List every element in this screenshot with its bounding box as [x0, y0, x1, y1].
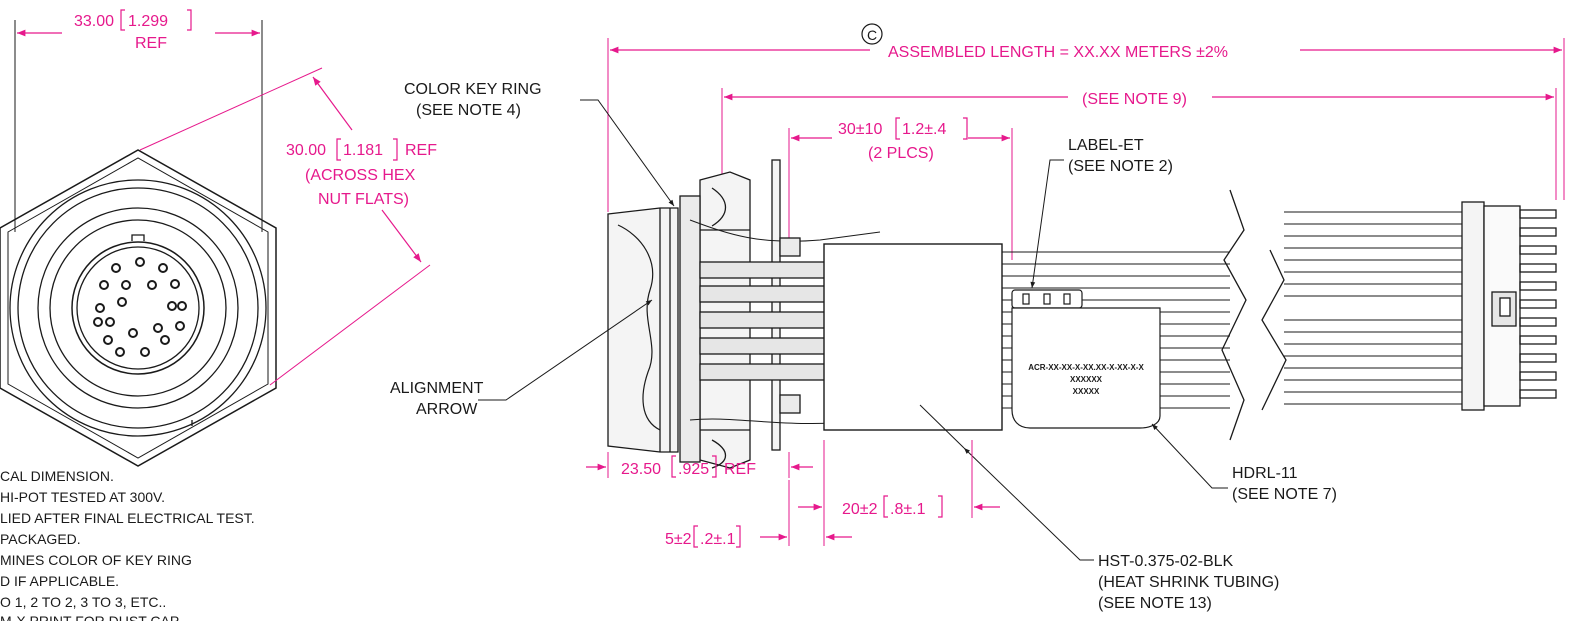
callout-label-1: LABEL-ET — [1068, 137, 1144, 154]
dim-flange-value: 23.50 — [621, 461, 661, 478]
dim-hex-ref: REF — [405, 142, 437, 159]
dim-hex-note2: NUT FLATS) — [318, 191, 409, 208]
callout-color-key-1: COLOR KEY RING — [404, 81, 542, 98]
note-line: O 1, 2 TO 2, 3 TO 3, ETC.. — [0, 594, 166, 610]
callout-label-2: (SEE NOTE 2) — [1068, 158, 1173, 175]
callout-hst-1: HST-0.375-02-BLK — [1098, 553, 1234, 570]
dim-width-ref: REF — [135, 35, 167, 52]
connector-side-view — [607, 159, 901, 469]
callout-label-et: LABEL-ET (SEE NOTE 2) — [1030, 137, 1173, 289]
callout-hdrl-2: (SEE NOTE 7) — [1232, 486, 1337, 503]
dim-gap-alt: .2±.1 — [700, 531, 736, 548]
dim-shrink-pos-value: 30±10 — [838, 121, 882, 138]
dim-hex-note1: (ACROSS HEX — [305, 167, 416, 184]
tag-text-line2: XXXXXX — [1070, 375, 1103, 384]
heat-shrink-tubing — [823, 243, 1003, 431]
tag-text-line3: XXXXX — [1073, 387, 1100, 396]
dim-gap-value: 5±2 — [665, 531, 692, 548]
note-line: MINES COLOR OF KEY RING — [0, 552, 192, 568]
note-line: PACKAGED. — [0, 531, 81, 547]
dim-flange-ref: REF — [724, 461, 756, 478]
dim-flange-length: 23.50 .925 REF — [586, 452, 813, 478]
connector-end-view — [0, 20, 277, 467]
callout-color-key-ring: COLOR KEY RING (SEE NOTE 4) — [404, 81, 675, 207]
hdrl-label-tag: ACR-XX-XX-X-XX.XX-X-XX-X-X XXXXXX XXXXX — [1011, 307, 1161, 429]
callout-alignment-2: ARROW — [416, 401, 478, 418]
dim-flange-alt: .925 — [678, 461, 709, 478]
dim-width-alt: 1.299 — [128, 13, 168, 30]
dim-assembled-length: C ASSEMBLED LENGTH = XX.XX METERS ±2% — [607, 23, 1565, 212]
note-line: HI-POT TESTED AT 300V. — [0, 489, 165, 505]
dim-shrink-pos-alt: 1.2±.4 — [902, 121, 946, 138]
callout-alignment-arrow: ALIGNMENT ARROW — [390, 299, 653, 418]
see-note-9-text: (SEE NOTE 9) — [1082, 91, 1187, 108]
drawing-notes: CAL DIMENSION. HI-POT TESTED AT 300V. LI… — [0, 468, 255, 621]
callout-hdrl-1: HDRL-11 — [1232, 465, 1298, 482]
dim-shrink-len-value: 20±2 — [842, 501, 878, 518]
note-line: CAL DIMENSION. — [0, 468, 114, 484]
tag-text-line1: ACR-XX-XX-X-XX.XX-X-XX-X-X — [1028, 363, 1144, 372]
dim-hex-alt: 1.181 — [343, 142, 383, 159]
critical-symbol-letter: C — [867, 27, 877, 43]
callout-heat-shrink: HST-0.375-02-BLK (HEAT SHRINK TUBING) (S… — [919, 404, 1279, 612]
dim-shrink-len-alt: .8±.1 — [890, 501, 926, 518]
label-et — [1011, 289, 1083, 309]
dim-overall-width: 33.00 1.299 REF — [17, 9, 260, 52]
dim-shrink-length: 20±2 .8±.1 — [798, 440, 1000, 546]
dim-shrink-pos-sub: (2 PLCS) — [868, 145, 934, 162]
dim-gap: 5±2 .2±.1 — [665, 480, 852, 548]
callout-hst-3: (SEE NOTE 13) — [1098, 595, 1212, 612]
assembled-length-text: ASSEMBLED LENGTH = XX.XX METERS ±2% — [888, 44, 1228, 61]
dim-width-value: 33.00 — [74, 13, 114, 30]
note-line: D IF APPLICABLE. — [0, 573, 119, 589]
dim-shrink-position: 30±10 1.2±.4 (2 PLCS) — [788, 117, 1013, 260]
dim-hex-flats: 30.00 1.181 REF (ACROSS HEX NUT FLATS) — [139, 67, 437, 386]
critical-dimension-symbol — [861, 23, 883, 45]
note-line: M-X PRINT FOR DUST CAP — [0, 613, 179, 621]
contact-pins — [93, 257, 187, 357]
callout-alignment-1: ALIGNMENT — [390, 380, 484, 397]
dim-hex-value: 30.00 — [286, 142, 326, 159]
callout-hst-2: (HEAT SHRINK TUBING) — [1098, 574, 1279, 591]
callout-hdrl: HDRL-11 (SEE NOTE 7) — [1151, 423, 1337, 503]
callout-color-key-2: (SEE NOTE 4) — [416, 102, 521, 119]
terminal-connector — [1461, 201, 1557, 411]
note-line: LIED AFTER FINAL ELECTRICAL TEST. — [0, 510, 255, 526]
